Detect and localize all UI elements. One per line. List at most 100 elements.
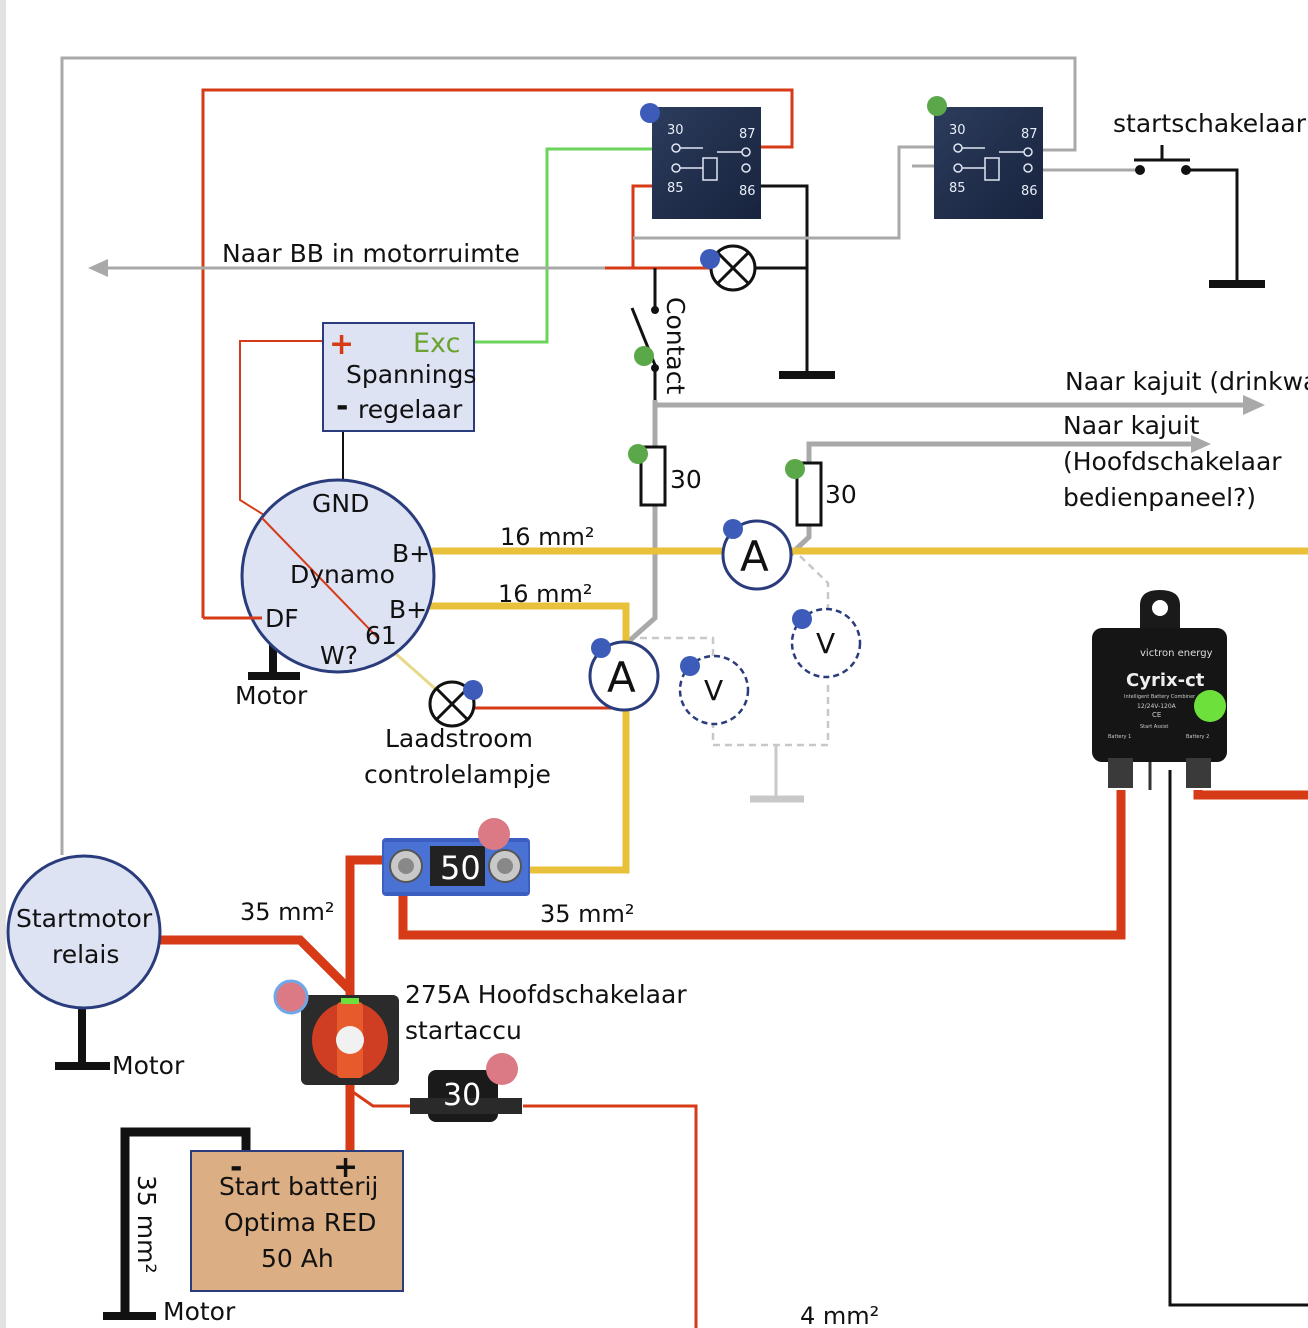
regulator-plus: + bbox=[329, 327, 354, 362]
fuse-30-a bbox=[639, 445, 667, 507]
label-wire-35-2: 35 mm² bbox=[540, 900, 635, 928]
start-batterij-box bbox=[190, 1150, 404, 1292]
fuse-inline-30: 30 bbox=[410, 1070, 522, 1122]
relay-2-pin-85: 85 bbox=[949, 181, 966, 196]
dynamo-gnd: GND bbox=[312, 489, 369, 518]
battery-label-3: 50 Ah bbox=[261, 1244, 334, 1273]
arrow-naar-kajuit-2 bbox=[1191, 435, 1211, 453]
marker-dot-green bbox=[927, 96, 947, 116]
red-wire-fuse50-to-switch bbox=[345, 855, 390, 1000]
marker-dot-lime bbox=[1194, 690, 1226, 722]
black-wire-cyrix bbox=[1168, 770, 1308, 1307]
regulator-spannings: Spannings bbox=[346, 360, 476, 389]
relay-2-pin-86: 86 bbox=[1021, 184, 1038, 199]
startschakelaar-terminal-1 bbox=[1135, 165, 1145, 175]
red-wire-dynamo-diag bbox=[261, 517, 379, 639]
regulator-minus: - bbox=[336, 389, 348, 424]
startmotor-label-1: Startmotor bbox=[16, 904, 153, 933]
black-wire-battery-minus bbox=[120, 1127, 251, 1312]
label-wire-16-1: 16 mm² bbox=[500, 523, 595, 551]
dynamo-b-plus-1: B+ bbox=[392, 539, 430, 568]
green-wire-exc bbox=[474, 147, 652, 344]
relay-2-pin-30: 30 bbox=[949, 123, 966, 138]
label-startschakelaar: startschakelaar bbox=[1113, 109, 1307, 138]
arrow-naar-kajuit-1 bbox=[1243, 395, 1265, 415]
marker-dot-blue bbox=[463, 680, 483, 700]
cyrix-b1: Battery 1 bbox=[1108, 734, 1131, 740]
hoofdschakelaar-label-1: 275A Hoofdschakelaar bbox=[405, 980, 687, 1009]
red-wire-df-loop bbox=[201, 88, 794, 618]
hoofdschakelaar-label-2: startaccu bbox=[405, 1016, 522, 1045]
battery-minus: - bbox=[230, 1150, 242, 1185]
relay-1: 30 87 85 86 bbox=[652, 107, 761, 219]
ammeter-2-label: A bbox=[740, 532, 769, 581]
label-fuse-30-a: 30 bbox=[670, 465, 702, 494]
relay-1-pin-87: 87 bbox=[739, 127, 756, 142]
spanningsregelaar-box bbox=[322, 322, 475, 432]
ammeter-1-label: A bbox=[607, 653, 636, 702]
grey-wire-top-loop bbox=[60, 56, 1077, 855]
red-wire-fuse50-to-cyrix bbox=[398, 790, 1126, 940]
dynamo-df: DF bbox=[265, 604, 299, 633]
voltmeter-2-label: V bbox=[816, 627, 835, 660]
black-wire-startschakelaar bbox=[1186, 168, 1239, 282]
marker-dot-green bbox=[628, 444, 648, 464]
red-wire-4mm bbox=[523, 1104, 698, 1328]
marker-dot-blue bbox=[700, 249, 720, 269]
label-wire-35-1: 35 mm² bbox=[240, 898, 335, 926]
marker-dot-pink bbox=[273, 979, 309, 1015]
regulator-regelaar: regelaar bbox=[358, 395, 463, 424]
marker-dot-blue bbox=[591, 638, 611, 658]
marker-dot-blue bbox=[723, 519, 743, 539]
grey-wire-naar-kajuit-2 bbox=[806, 441, 1195, 463]
startmotor-label-2: relais bbox=[52, 940, 119, 969]
label-naar-kajuit-1: Naar kajuit (drinkwa bbox=[1065, 367, 1308, 396]
relay-2-pin-87: 87 bbox=[1021, 127, 1038, 142]
cyrix-b2: Battery 2 bbox=[1186, 734, 1209, 740]
arrow-naar-bb bbox=[88, 259, 108, 277]
battery-label-2: Optima RED bbox=[224, 1208, 376, 1237]
cyrix-rating: 12/24V-120A bbox=[1137, 703, 1177, 710]
cyrix-ce: CE bbox=[1152, 711, 1161, 719]
red-wire-cyrix-out bbox=[1193, 790, 1308, 800]
dynamo-circle bbox=[240, 478, 436, 674]
contact-terminal-top bbox=[651, 306, 659, 314]
dynamo-61: 61 bbox=[365, 621, 397, 650]
contact-terminal-bottom bbox=[651, 364, 659, 372]
startmotor-relais-circle bbox=[6, 854, 162, 1010]
relay-1-pin-86: 86 bbox=[739, 184, 756, 199]
cyrix-start: Start Assist bbox=[1140, 724, 1168, 730]
label-fuse-30-b: 30 bbox=[825, 480, 857, 509]
red-wire-starter-to-switch bbox=[160, 935, 354, 994]
dashed-wire-v1 bbox=[640, 636, 830, 747]
marker-dot-blue bbox=[680, 656, 700, 676]
cyrix-name: Cyrix-ct bbox=[1126, 670, 1205, 691]
battery-plus: + bbox=[333, 1150, 358, 1185]
laadstroom-label-2: controlelampje bbox=[364, 760, 551, 789]
dashed-wire-v2 bbox=[799, 555, 830, 610]
laadstroom-label-1: Laadstroom bbox=[385, 724, 533, 753]
motor-battery-label: Motor bbox=[163, 1297, 236, 1326]
fuse-inline-30-label: 30 bbox=[443, 1078, 481, 1113]
dynamo-label: Dynamo bbox=[290, 560, 395, 589]
black-wire-relay1-86 bbox=[760, 184, 809, 373]
fuse-50-label: 50 bbox=[440, 849, 481, 887]
fuse-50: 50 bbox=[382, 838, 530, 896]
label-naar-kajuit-2-line1: Naar kajuit bbox=[1063, 411, 1200, 440]
hoofdschakelaar bbox=[301, 995, 399, 1085]
marker-dot-blue bbox=[640, 103, 660, 123]
label-naar-bb: Naar BB in motorruimte bbox=[222, 239, 520, 268]
dynamo-b-plus-2: B+ bbox=[389, 595, 427, 624]
relay-1-pin-30: 30 bbox=[667, 123, 684, 138]
ammeter-1: A bbox=[588, 640, 660, 712]
motor-dynamo-label: Motor bbox=[235, 681, 308, 710]
label-wire-16-2: 16 mm² bbox=[498, 580, 593, 608]
label-naar-kajuit-2-line3: bedienpaneel?) bbox=[1063, 483, 1256, 512]
cyrix-brand: victron energy bbox=[1140, 648, 1213, 659]
motor-starter-label: Motor bbox=[112, 1051, 185, 1080]
cyrix-ct: victron energy Cyrix-ct Intelligent Batt… bbox=[1092, 590, 1227, 788]
relay-1-pin-85: 85 bbox=[667, 181, 684, 196]
marker-dot-green bbox=[785, 459, 805, 479]
laadstroom-lamp bbox=[428, 680, 476, 728]
